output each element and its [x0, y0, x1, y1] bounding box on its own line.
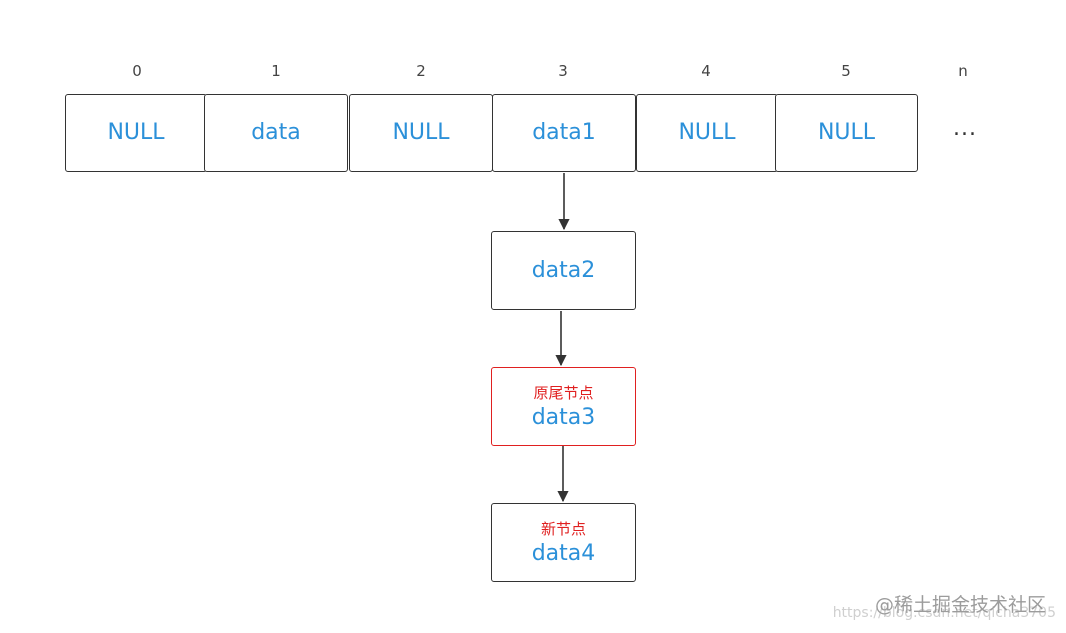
index-label-0: 0 [132, 62, 142, 80]
array-slot-2: NULL [349, 94, 493, 172]
index-label-n: n [958, 62, 968, 80]
node-value: data3 [531, 404, 596, 430]
slot-value: data1 [532, 120, 596, 145]
index-label-1: 1 [271, 62, 281, 80]
chain-node-new: 新节点 data4 [491, 503, 636, 582]
array-slot-4: NULL [636, 94, 778, 172]
array-slot-1: data [204, 94, 348, 172]
slot-value: NULL [107, 120, 165, 145]
array-slot-3: data1 [492, 94, 636, 172]
chain-node-old-tail: 原尾节点 data3 [491, 367, 636, 446]
array-slot-5: NULL [775, 94, 918, 172]
index-label-5: 5 [841, 62, 851, 80]
slot-value: NULL [392, 120, 450, 145]
node-note: 新节点 [540, 519, 586, 538]
node-note: 原尾节点 [533, 383, 594, 402]
array-ellipsis: ... [953, 116, 977, 141]
index-label-4: 4 [701, 62, 711, 80]
array-slot-0: NULL [65, 94, 207, 172]
slot-value: NULL [817, 120, 876, 145]
slot-value: data [251, 120, 301, 145]
node-value: data4 [531, 540, 596, 566]
index-label-2: 2 [416, 62, 426, 80]
slot-value: NULL [678, 120, 736, 145]
watermark-brand: @稀土掘金技术社区 [874, 594, 1046, 616]
watermark-url: https://blog.csdn.net/qicha3705 [832, 605, 1056, 621]
node-value: data2 [531, 257, 596, 283]
chain-node-data2: data2 [491, 231, 636, 310]
index-label-3: 3 [558, 62, 568, 80]
